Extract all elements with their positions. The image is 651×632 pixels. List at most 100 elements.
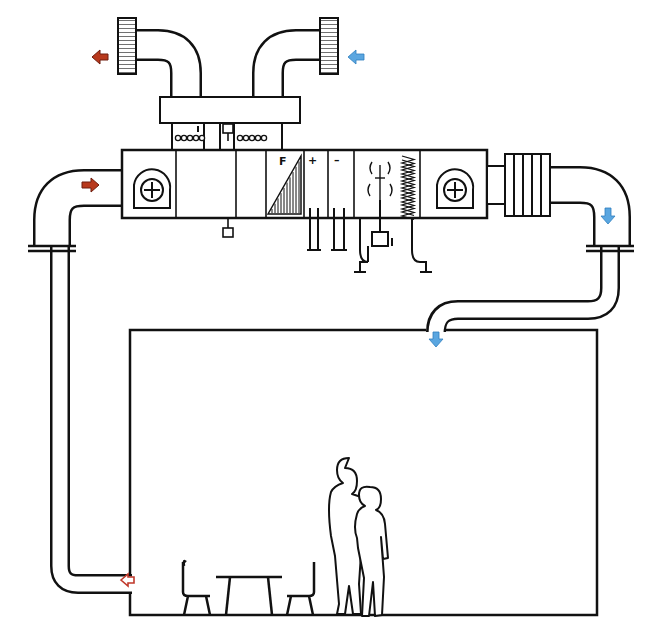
- damper: [197, 126, 198, 132]
- attenuator: [522, 154, 524, 216]
- filter-media: [293, 172, 294, 213]
- room: [130, 330, 597, 615]
- louver: [118, 18, 338, 74]
- duct: [60, 246, 134, 584]
- section-divider: [353, 150, 355, 218]
- damper: [261, 135, 266, 140]
- attenuator: [540, 154, 542, 216]
- section-divider: [265, 150, 267, 218]
- attenuator: [505, 154, 550, 216]
- flow-arrow-supply: [429, 332, 443, 347]
- attenuator: [487, 154, 550, 216]
- plenum: [160, 97, 300, 123]
- room: [130, 330, 597, 615]
- filter-media: [290, 177, 291, 213]
- flange: [28, 245, 76, 248]
- damper: [197, 126, 198, 132]
- flange: [586, 245, 634, 248]
- humidifier-spray: [368, 162, 392, 200]
- ahu-casing: [122, 150, 487, 218]
- fan: [134, 169, 170, 208]
- fan: [437, 169, 473, 208]
- pipe: [307, 249, 321, 251]
- actuator: [227, 133, 229, 141]
- duct: [268, 45, 320, 98]
- humidifier-spray: [375, 177, 385, 178]
- damper: [197, 126, 198, 132]
- table: [216, 576, 282, 579]
- mist-eliminator: [402, 160, 414, 220]
- flow-arrow-supply: [348, 50, 615, 347]
- section-divider: [235, 150, 237, 218]
- duct: [136, 45, 186, 98]
- pipe: [317, 208, 319, 250]
- damper: [193, 135, 198, 140]
- damper: [255, 135, 260, 140]
- duct: [52, 188, 122, 246]
- ahu-casing: [122, 150, 487, 218]
- actuator: [223, 124, 233, 237]
- pipe: [343, 208, 345, 250]
- humidifier-spray: [390, 184, 392, 196]
- fan: [141, 179, 163, 201]
- section-divider: [419, 150, 421, 218]
- filter-media: [272, 209, 273, 213]
- louver: [320, 18, 338, 74]
- filter-media: [296, 167, 297, 213]
- damper: [199, 135, 204, 140]
- filter-media: [287, 183, 288, 213]
- filter-media: [278, 198, 279, 213]
- damper: [249, 135, 254, 140]
- plenum: [172, 123, 220, 150]
- pipe: [331, 249, 347, 251]
- flow-arrow-return: [121, 574, 134, 586]
- flange: [28, 250, 76, 253]
- filter-media: [299, 162, 300, 213]
- table: [226, 577, 230, 615]
- flange: [586, 250, 634, 253]
- damper: [237, 135, 242, 140]
- humidifier-spray: [368, 184, 370, 196]
- duct: [268, 45, 320, 98]
- pipe: [333, 208, 335, 250]
- duct: [436, 246, 610, 332]
- duct: [136, 45, 186, 98]
- filter-media: [281, 193, 282, 213]
- table: [268, 577, 272, 615]
- flange: [28, 246, 634, 251]
- flow-arrow-exhaust: [82, 50, 108, 192]
- section-divider: [176, 150, 420, 218]
- attenuator: [513, 154, 515, 216]
- filter: [268, 156, 301, 214]
- actuator: [227, 218, 229, 228]
- pipe: [354, 218, 368, 272]
- section-symbol: –: [334, 155, 340, 166]
- duct: [550, 185, 612, 246]
- table: [216, 577, 282, 615]
- people: [355, 487, 388, 616]
- filter-media: [275, 204, 276, 213]
- pipe: [412, 218, 432, 272]
- filter-media: [284, 188, 285, 213]
- pipe: [368, 200, 392, 262]
- fan: [454, 182, 456, 198]
- damper: [197, 126, 198, 132]
- damper: [181, 135, 186, 140]
- duct: [52, 188, 122, 246]
- duct: [436, 246, 610, 334]
- damper: [197, 126, 198, 132]
- plenum: [234, 123, 282, 150]
- fan: [444, 179, 466, 201]
- louver: [118, 18, 136, 74]
- damper: [243, 135, 248, 140]
- chair: [287, 562, 314, 615]
- chair: [183, 561, 210, 615]
- filter-media: [272, 162, 299, 213]
- damper: [175, 135, 180, 140]
- humidifier-spray: [388, 162, 390, 174]
- chair: [183, 561, 314, 615]
- fan: [134, 169, 473, 208]
